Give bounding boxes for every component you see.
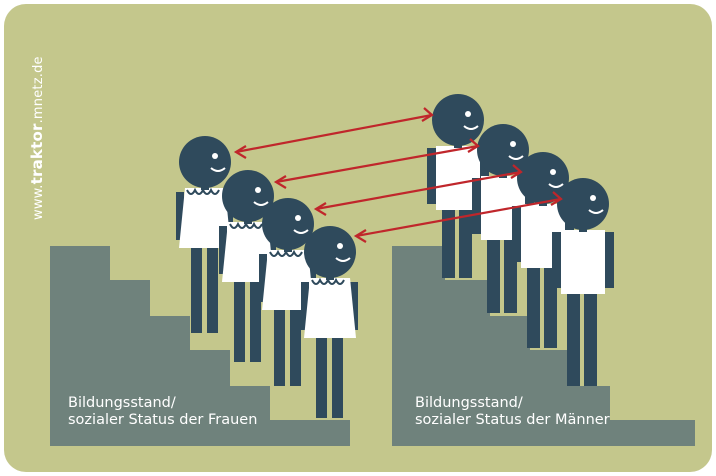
man-eye bbox=[590, 195, 596, 201]
man-leg-right bbox=[584, 292, 597, 386]
woman-smile bbox=[210, 167, 226, 172]
woman-smile bbox=[335, 257, 351, 262]
arrowhead-2a bbox=[273, 175, 287, 189]
women-label-line1: Bildungsstand/ bbox=[68, 395, 176, 411]
arrowhead-2b bbox=[467, 138, 480, 153]
arrow-2 bbox=[275, 144, 479, 184]
arrow-3 bbox=[315, 170, 522, 211]
woman-arm-left bbox=[301, 282, 309, 330]
arrowhead-1b bbox=[421, 107, 434, 122]
man-smile bbox=[508, 155, 524, 160]
man-head bbox=[557, 178, 609, 230]
woman-eye bbox=[337, 243, 343, 249]
man-eye bbox=[510, 141, 516, 147]
woman-head bbox=[304, 226, 356, 278]
man-leg-left bbox=[567, 292, 580, 386]
woman-arm-left bbox=[176, 192, 184, 240]
watermark-suffix: .mnetz.de bbox=[31, 56, 46, 124]
woman-figure-1 bbox=[176, 136, 233, 333]
man-arm-left bbox=[552, 232, 561, 288]
man-smile bbox=[588, 209, 604, 214]
woman-leg-right bbox=[250, 276, 261, 362]
man-arm-left bbox=[512, 206, 521, 262]
man-figure-4 bbox=[552, 178, 614, 386]
woman-leg-left bbox=[191, 242, 202, 333]
watermark-brand: traktor bbox=[28, 123, 46, 185]
comparison-arrows bbox=[233, 107, 563, 243]
man-arm-left bbox=[427, 148, 436, 204]
woman-head bbox=[222, 170, 274, 222]
woman-eye bbox=[295, 215, 301, 221]
woman-arm-right bbox=[350, 282, 358, 330]
women-figures bbox=[176, 136, 358, 418]
man-leg-left bbox=[442, 208, 455, 278]
man-head bbox=[477, 124, 529, 176]
woman-dress bbox=[179, 188, 231, 248]
arrowhead-3a bbox=[313, 202, 327, 216]
woman-dress bbox=[304, 278, 356, 338]
arrow-4 bbox=[355, 197, 562, 238]
man-leg-left bbox=[487, 238, 500, 313]
woman-figure-4 bbox=[301, 226, 358, 418]
woman-smile bbox=[253, 201, 269, 206]
man-leg-left bbox=[527, 266, 540, 348]
men-figures bbox=[427, 94, 614, 386]
woman-leg-left bbox=[234, 276, 245, 362]
women-label-line2: sozialer Status der Frauen bbox=[68, 412, 258, 428]
men-status-label: Bildungsstand/ sozialer Status der Männe… bbox=[415, 395, 610, 429]
woman-head bbox=[179, 136, 231, 188]
arrowhead-1a bbox=[233, 145, 247, 159]
woman-arm-left bbox=[259, 254, 267, 302]
woman-leg-right bbox=[290, 304, 301, 386]
women-staircase bbox=[50, 246, 350, 446]
man-shirt bbox=[561, 230, 605, 294]
woman-head bbox=[262, 198, 314, 250]
man-eye bbox=[465, 111, 471, 117]
men-label-line2: sozialer Status der Männer bbox=[415, 412, 610, 428]
woman-eye bbox=[212, 153, 218, 159]
woman-smile bbox=[293, 229, 309, 234]
man-leg-right bbox=[459, 208, 472, 278]
arrowhead-4a bbox=[353, 229, 367, 243]
man-arm-right bbox=[605, 232, 614, 288]
woman-leg-left bbox=[274, 304, 285, 386]
arrowhead-4b bbox=[550, 191, 563, 206]
woman-leg-left bbox=[316, 332, 327, 418]
man-head bbox=[432, 94, 484, 146]
men-label-line1: Bildungsstand/ bbox=[415, 395, 523, 411]
woman-arm-right bbox=[225, 192, 233, 240]
man-smile bbox=[548, 183, 564, 188]
man-arm-left bbox=[472, 178, 481, 234]
woman-leg-right bbox=[207, 242, 218, 333]
man-smile bbox=[463, 125, 479, 130]
man-head bbox=[517, 152, 569, 204]
watermark-prefix: www. bbox=[31, 184, 46, 220]
woman-leg-right bbox=[332, 332, 343, 418]
woman-arm-left bbox=[219, 226, 227, 274]
men-staircase bbox=[392, 246, 695, 446]
women-status-label: Bildungsstand/ sozialer Status der Fraue… bbox=[68, 395, 257, 429]
woman-eye bbox=[255, 187, 261, 193]
arrow-1 bbox=[235, 113, 433, 154]
man-eye bbox=[550, 169, 556, 175]
arrowhead-3b bbox=[510, 164, 523, 179]
watermark: www.traktor.mnetz.de bbox=[28, 56, 46, 220]
